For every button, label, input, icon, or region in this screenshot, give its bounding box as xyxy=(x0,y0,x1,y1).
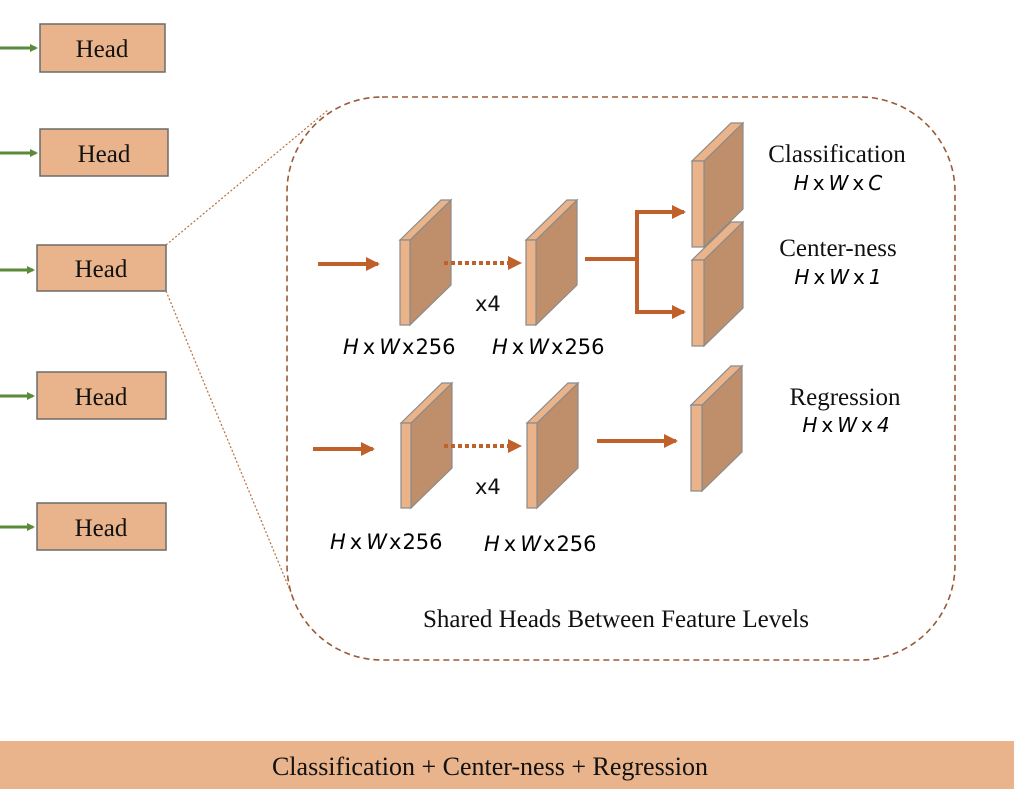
head-block-5: Head xyxy=(0,502,167,551)
head-block-4: Head xyxy=(0,371,167,420)
head-label: Head xyxy=(75,384,128,411)
slab-front-face xyxy=(690,404,703,492)
head-box xyxy=(36,244,167,292)
feature-map-bottom-input xyxy=(399,381,454,510)
slab-front-face xyxy=(526,422,538,509)
head-label: Head xyxy=(78,141,131,168)
head-label: Head xyxy=(75,256,128,283)
zoom-connector-bottom xyxy=(165,290,293,596)
head-block-1: Head xyxy=(0,23,166,73)
regression-title: Regression xyxy=(789,384,901,411)
panel-caption: Shared Heads Between Feature Levels xyxy=(423,606,809,633)
feature-map-bottom-output xyxy=(525,381,580,510)
slab-front-face xyxy=(399,239,411,326)
feature-map-centerness xyxy=(690,220,745,348)
shared-heads-panel xyxy=(286,96,956,661)
head-label: Head xyxy=(76,36,129,63)
classification-title: Classification xyxy=(768,141,906,168)
slab-front-face xyxy=(691,259,705,347)
head-block-2: Head xyxy=(0,128,169,177)
feature-map-regression xyxy=(689,364,744,493)
feature-map-top-output xyxy=(524,198,579,327)
repeat-label-top: x4 xyxy=(475,292,501,316)
head-box xyxy=(39,128,169,177)
zoom-connector-top xyxy=(165,109,329,246)
head-label: Head xyxy=(75,515,128,542)
feature-map-classification xyxy=(690,121,745,249)
head-box xyxy=(39,23,166,73)
output-summary-label: Classification + Center-ness + Regressio… xyxy=(272,752,708,781)
head-block-3: Head xyxy=(0,244,167,292)
head-box xyxy=(36,371,167,420)
split-arrow-classification xyxy=(585,210,680,261)
feature-maps xyxy=(398,121,745,510)
head-box xyxy=(36,502,167,551)
head-column: Head Head Head Head Head xyxy=(0,23,169,551)
repeat-label-bottom: x4 xyxy=(475,475,501,499)
output-summary-bar xyxy=(0,741,1014,789)
feature-map-top-input xyxy=(398,198,453,327)
slab-front-face xyxy=(400,422,412,509)
slab-front-face xyxy=(691,160,705,248)
slab-front-face xyxy=(525,239,537,326)
centerness-title: Center-ness xyxy=(779,235,897,262)
